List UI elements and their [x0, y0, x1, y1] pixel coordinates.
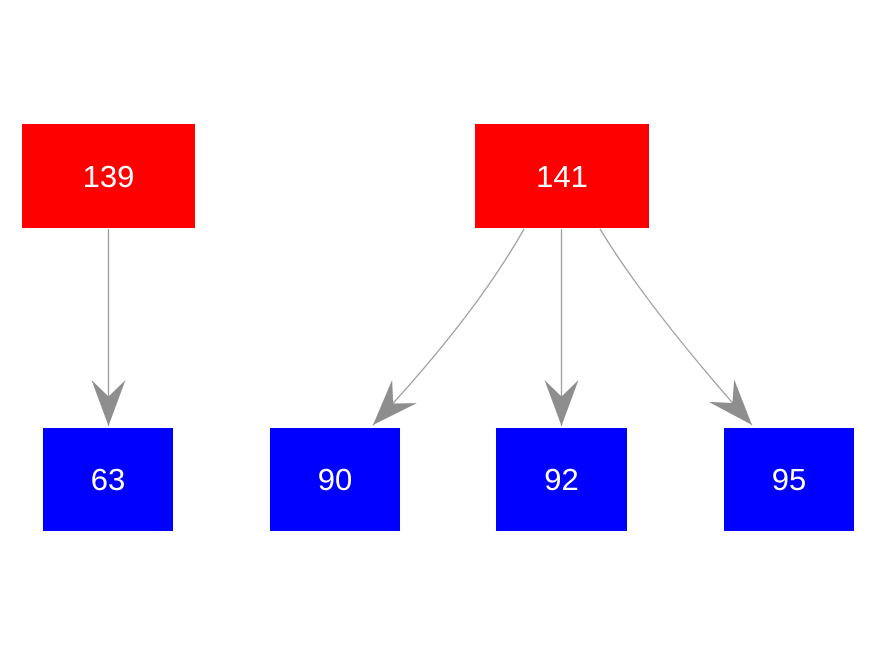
node-92: 92	[496, 428, 627, 531]
node-141: 141	[475, 124, 649, 228]
edge-141-95	[599, 228, 753, 426]
node-95-label: 95	[771, 462, 807, 497]
node-95: 95	[724, 428, 854, 531]
node-63-label: 63	[90, 462, 126, 497]
node-92-label: 92	[544, 462, 579, 497]
node-141-label: 141	[536, 158, 588, 194]
node-139: 139	[22, 124, 195, 228]
edge-141-90	[372, 228, 525, 426]
node-139-label: 139	[82, 158, 135, 194]
node-90-label: 90	[317, 462, 353, 497]
node-90: 90	[270, 428, 400, 531]
node-63: 63	[43, 428, 173, 531]
